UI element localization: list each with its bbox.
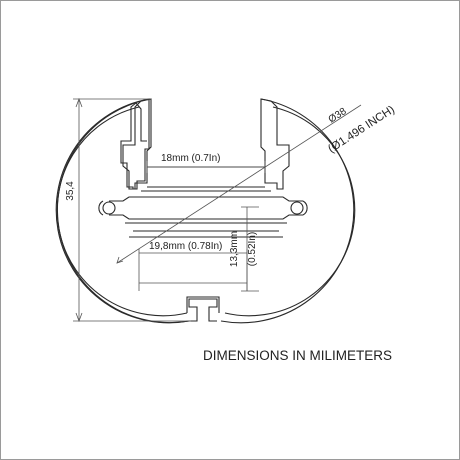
diameter-label-mm: Ø38 xyxy=(327,106,349,126)
profile-outline xyxy=(55,98,190,324)
screw-boss-right xyxy=(290,201,304,215)
right-clip-arm xyxy=(260,98,290,190)
left-clip-arm xyxy=(122,98,152,190)
screw-boss-right-outer xyxy=(302,200,308,216)
bottom-width-label: 19,8mm (0.78In) xyxy=(149,241,222,252)
inner-height-label-in: (0.52In) xyxy=(247,232,258,266)
height-dimension xyxy=(73,97,191,323)
inner-arc-left xyxy=(56,106,188,317)
upper-channel xyxy=(141,166,271,192)
top-width-label: 18mm (0.7In) xyxy=(161,153,220,164)
inner-height-label-mm: 13,3mm xyxy=(229,231,240,267)
bottom-t-slot-inner xyxy=(186,296,220,313)
inner-height-dimension xyxy=(241,206,259,292)
screw-boss-left-outer xyxy=(98,200,104,216)
footer-note: DIMENSIONS IN MILIMETERS xyxy=(203,348,392,363)
divider-plate xyxy=(109,196,303,220)
outer-arc-left xyxy=(56,98,190,324)
outer-arc-right xyxy=(220,98,355,324)
diameter-leader xyxy=(116,104,362,264)
total-height-label: 35,4 xyxy=(65,181,76,201)
inner-arc-right xyxy=(224,106,356,317)
bottom-t-slot xyxy=(188,298,218,322)
screw-boss-left xyxy=(102,201,116,215)
lower-channel xyxy=(125,222,287,238)
